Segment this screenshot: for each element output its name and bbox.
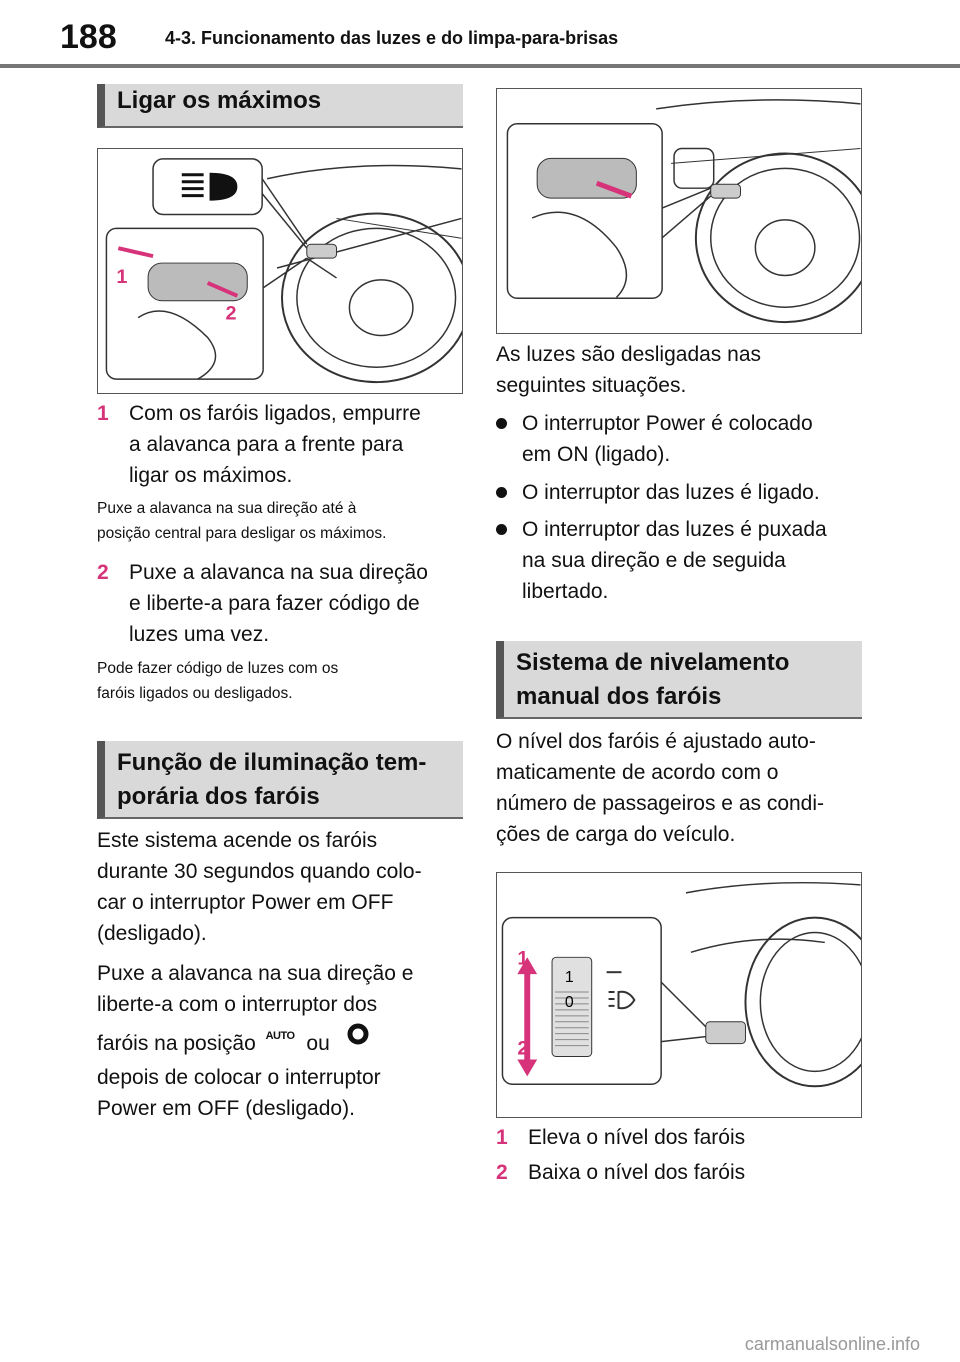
section-heading-temporary-lighting: Função de iluminação tem- porária dos fa… xyxy=(97,741,463,819)
figure-high-beam-lever: 1 2 xyxy=(97,148,463,394)
figure-flash-lever xyxy=(496,88,862,334)
bullet-dot xyxy=(496,418,507,429)
step-number: 1 xyxy=(97,402,109,425)
note-2: Pode fazer código de luzes com os faróis… xyxy=(97,660,339,702)
bullet-dot xyxy=(496,487,507,498)
item-text: Baixa o nível dos faróis xyxy=(528,1161,746,1184)
auto-icon: AUTO xyxy=(265,1030,295,1042)
dial-label-1: 1 xyxy=(565,969,574,986)
figure-leveling-dial: 1 0 1 2 xyxy=(496,872,862,1118)
section-heading-leveling: Sistema de nivelamento manual dos faróis xyxy=(496,641,862,719)
fig3-label-2: 2 xyxy=(517,1038,528,1060)
page-number: 188 xyxy=(60,18,117,56)
section-heading-text: Sistema de nivelamento xyxy=(516,649,790,676)
step-1: 1 Com os faróis ligados, empurre a alava… xyxy=(97,398,467,494)
header-rule xyxy=(0,64,960,68)
step-text: Puxe a alavanca na sua direção e liberte… xyxy=(129,561,428,646)
paragraph-temporary-lighting: Este sistema acende os faróis durante 30… xyxy=(97,829,422,945)
item-lower-level: 2 Baixa o nível dos faróis xyxy=(496,1157,876,1188)
headlight-switch-icon xyxy=(346,1022,370,1055)
step-2: 2 Puxe a alavanca na sua direção e liber… xyxy=(97,557,467,653)
lever-illustration: 1 2 xyxy=(105,158,462,384)
section-heading-high-beam: Ligar os máximos xyxy=(97,84,463,128)
paragraph-activation: Puxe a alavanca na sua direção e liberte… xyxy=(97,962,414,1120)
step-number: 2 xyxy=(97,561,109,584)
fig1-label-2: 2 xyxy=(225,303,236,325)
bullet-item: O interruptor das luzes é puxada na sua … xyxy=(496,514,876,607)
section-heading-text: Função de iluminação tem- xyxy=(117,749,427,776)
chapter-title: 4-3. Funcionamento das luzes e do limpa-… xyxy=(165,28,619,48)
item-text: Eleva o nível dos faróis xyxy=(528,1126,746,1149)
leveling-dial-illustration: 1 0 1 2 xyxy=(501,881,861,1088)
bullet-dot xyxy=(496,524,507,535)
item-number: 2 xyxy=(496,1161,508,1184)
item-raise-level: 1 Eleva o nível dos faróis xyxy=(496,1122,876,1153)
fig3-label-1: 1 xyxy=(517,947,528,969)
bullet-item: O interruptor das luzes é ligado. xyxy=(496,477,876,508)
section-heading-text: Ligar os máximos xyxy=(117,87,322,114)
dial-label-0: 0 xyxy=(565,994,574,1011)
bullet-item: O interruptor Power é colocado em ON (li… xyxy=(496,408,876,470)
item-number: 1 xyxy=(496,1126,508,1149)
flash-lever-illustration xyxy=(506,99,861,324)
note-1: Puxe a alavanca na sua direção até à pos… xyxy=(97,500,387,542)
section-heading-text: manual dos faróis xyxy=(516,683,722,710)
step-text: Com os faróis ligados, empurre a alavanc… xyxy=(129,402,421,487)
section-heading-text: porária dos faróis xyxy=(117,783,320,810)
fig1-label-1: 1 xyxy=(116,266,127,288)
watermark: carmanualsonline.info xyxy=(744,1334,920,1354)
paragraph-lights-off: As luzes são desligadas nas seguintes si… xyxy=(496,343,761,397)
paragraph-leveling: O nível dos faróis é ajustado auto- mati… xyxy=(496,730,825,846)
